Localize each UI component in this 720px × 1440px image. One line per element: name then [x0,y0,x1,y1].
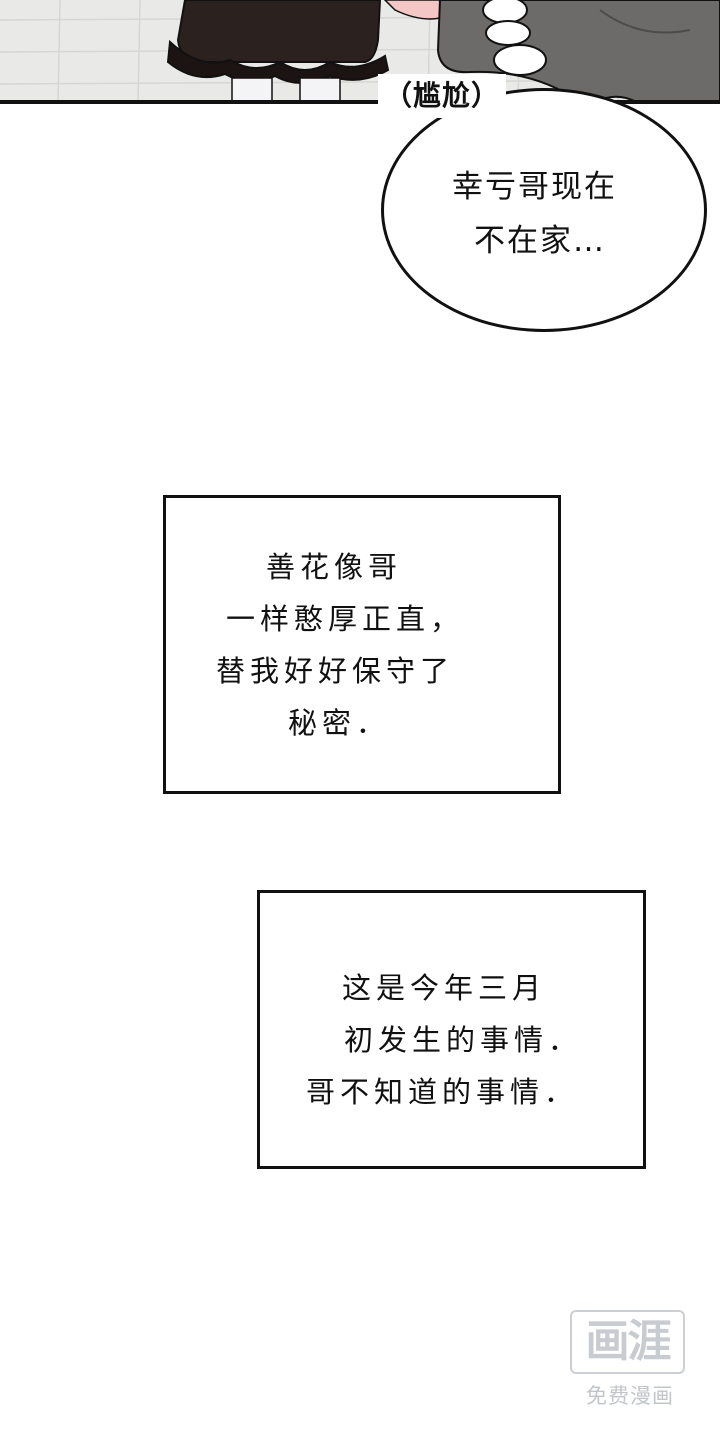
narration-box-1: 善花像哥 一样憨厚正直， 替我好好保守了 秘密． [163,495,561,794]
top-comic-panel [0,0,720,104]
caption-1-line-2: 一样憨厚正直， [226,602,465,636]
caption-2-line-1: 这是今年三月 [342,971,547,1005]
caption-1-line-1: 善花像哥 [266,550,403,584]
caption-2-line-2: 初发生的事情． [344,1023,583,1057]
watermark-logo: 画涯 免费漫画 [560,1310,690,1420]
bubble-line-2: 不在家… [474,223,606,259]
caption-1-line-3: 替我好好保守了 [216,654,455,688]
panel-illustration [0,0,720,104]
speech-bubble: 幸亏哥现在 不在家… [381,88,707,332]
caption-2-line-3: 哥不知道的事情． [306,1075,579,1109]
watermark-logo-text: 画涯 [570,1310,685,1374]
sound-effect-text: （尴尬） [378,74,507,118]
watermark-tagline: 免费漫画 [586,1384,674,1408]
panel-border [0,100,720,104]
caption-1-line-4: 秘密． [288,706,391,740]
narration-box-2: 这是今年三月 初发生的事情． 哥不知道的事情． [257,890,646,1169]
bubble-line-1: 幸亏哥现在 [452,169,617,205]
